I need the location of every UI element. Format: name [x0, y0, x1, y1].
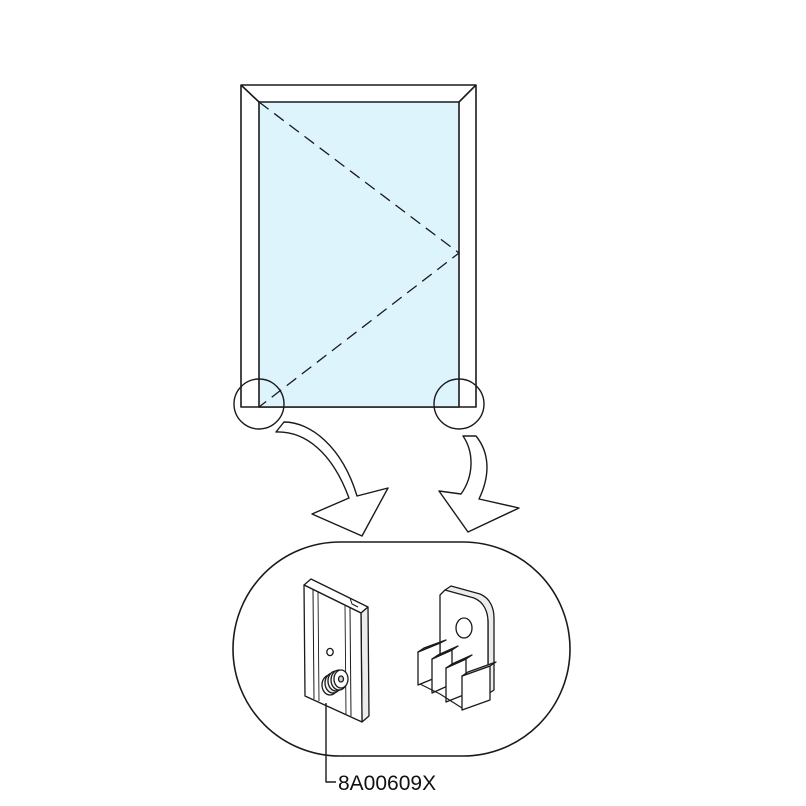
- frame-bevel-right: [458, 84, 477, 103]
- slide-block-groove-3: [344, 604, 347, 715]
- screw-icon: [321, 669, 349, 696]
- bracket-blade-2-side: [431, 645, 459, 660]
- detail-capsule: [232, 541, 571, 757]
- slide-block-notch: [349, 597, 359, 608]
- arrow-left-icon: [275, 421, 389, 537]
- slide-block-groove-2: [317, 591, 320, 702]
- detail-circles: [233, 378, 485, 430]
- part-label: 8A00609X: [338, 772, 436, 795]
- part-leader-line: [325, 703, 336, 783]
- window-glass: [258, 101, 460, 408]
- arrows: [275, 421, 520, 537]
- bracket-blade-4-side: [461, 661, 497, 677]
- bracket-blade-1-side: [417, 639, 447, 653]
- frame-bevel-left: [240, 84, 260, 103]
- bracket-hole-icon: [455, 617, 473, 639]
- slide-block-part: [303, 578, 370, 783]
- opening-direction-lines: [258, 101, 460, 408]
- detail-circle-left: [233, 378, 285, 430]
- window: [240, 84, 477, 408]
- bracket-blade-3-side: [445, 654, 473, 669]
- slide-block-groove-4: [349, 607, 352, 717]
- slide-block-hole: [326, 647, 334, 657]
- hinge-bracket-part: [417, 585, 497, 711]
- detail-circle-right: [433, 378, 485, 430]
- slide-block-groove-1: [312, 589, 315, 700]
- arrow-right-icon: [438, 435, 520, 533]
- bracket-base-line: [419, 683, 463, 709]
